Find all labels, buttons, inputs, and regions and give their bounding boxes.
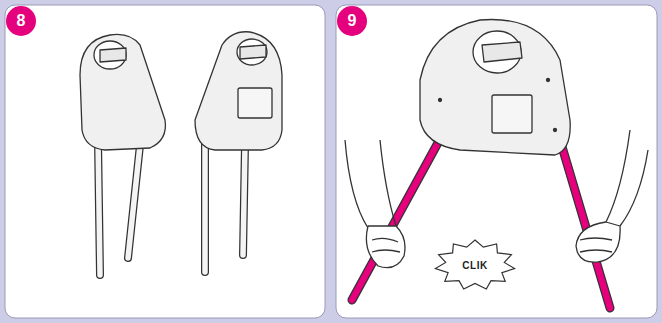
- panel: [336, 5, 657, 318]
- seat-side-assembly: [345, 20, 648, 309]
- callout-number: 9: [348, 12, 357, 30]
- sound-word: CLIK: [462, 260, 487, 271]
- step-number: 8: [6, 6, 36, 36]
- starburst-shape: [435, 240, 514, 289]
- seat-side-right: [195, 32, 282, 272]
- seat-side-left: [80, 34, 165, 275]
- click-starburst: CLIK: [433, 238, 517, 292]
- step-number: 9: [337, 6, 367, 36]
- panel: [5, 5, 325, 318]
- callout-number: 8: [17, 12, 26, 30]
